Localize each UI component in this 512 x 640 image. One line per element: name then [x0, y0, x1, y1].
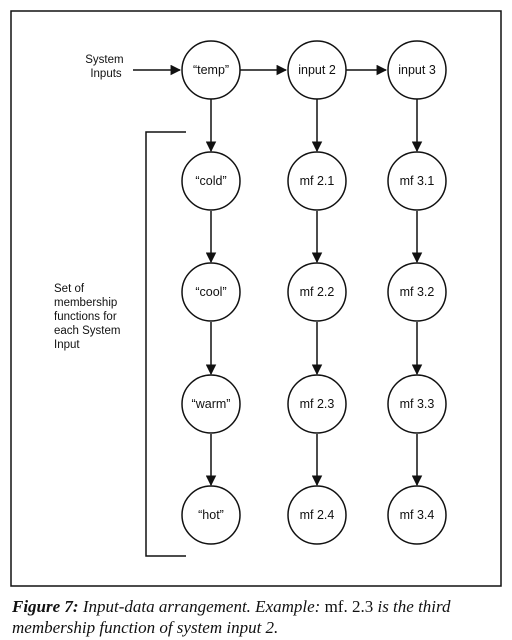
node-mf-3-3 — [387, 374, 447, 434]
figure-caption: Figure 7: Input-data arrangement. Exampl… — [12, 596, 504, 638]
node-mf-2-2 — [287, 262, 347, 322]
system-inputs-line-1: System — [85, 54, 123, 66]
membership-bracket — [145, 131, 186, 557]
node-input-2-label: input 2 — [298, 63, 336, 77]
node-hot — [181, 485, 241, 545]
node-cool-label: “cool” — [195, 285, 226, 299]
node-cold — [181, 151, 241, 211]
node-hot-label: “hot” — [198, 508, 224, 522]
column-1: “temp” “cold” “cool” “warm” “hot” — [181, 40, 241, 545]
node-mf-3-3-label: mf 3.3 — [400, 397, 435, 411]
node-input-3 — [387, 40, 447, 100]
column-3: input 3 mf 3.1 mf 3.2 mf 3.3 mf 3.4 — [387, 40, 447, 545]
outer-frame — [10, 10, 502, 587]
node-input-3-label: input 3 — [398, 63, 436, 77]
membership-line-2: membership — [54, 297, 117, 309]
node-mf-3-1 — [387, 151, 447, 211]
node-warm-label: “warm” — [192, 397, 231, 411]
node-cool — [181, 262, 241, 322]
membership-line-4: each System — [54, 325, 120, 337]
node-cold-label: “cold” — [195, 174, 226, 188]
node-mf-3-2-label: mf 3.2 — [400, 285, 435, 299]
node-temp-label: “temp” — [193, 63, 229, 77]
caption-text-1: Input-data arrangement. Example: — [78, 597, 325, 616]
membership-line-5: Input — [54, 339, 80, 351]
membership-line-3: functions for — [54, 311, 117, 323]
node-warm — [181, 374, 241, 434]
caption-text-2: is the third membership function of syst… — [12, 597, 451, 637]
node-mf-2-1-label: mf 2.1 — [300, 174, 335, 188]
node-mf-2-4-label: mf 2.4 — [300, 508, 335, 522]
node-mf-3-4 — [387, 485, 447, 545]
node-mf-3-2 — [387, 262, 447, 322]
membership-label: Set of membership functions for each Sys… — [54, 283, 124, 351]
node-input-2 — [287, 40, 347, 100]
system-inputs-line-2: Inputs — [90, 68, 122, 80]
node-mf-3-1-label: mf 3.1 — [400, 174, 435, 188]
caption-code: mf. 2.3 — [324, 597, 374, 616]
figure-number: Figure 7: — [12, 597, 79, 616]
node-mf-2-1 — [287, 151, 347, 211]
node-mf-2-3-label: mf 2.3 — [300, 397, 335, 411]
membership-line-1: Set of — [54, 283, 85, 295]
node-mf-2-2-label: mf 2.2 — [300, 285, 335, 299]
column-2: input 2 mf 2.1 mf 2.2 mf 2.3 mf 2.4 — [287, 40, 347, 545]
system-inputs-label: System Inputs — [85, 54, 127, 80]
node-mf-2-3 — [287, 374, 347, 434]
node-mf-3-4-label: mf 3.4 — [400, 508, 435, 522]
node-mf-2-4 — [287, 485, 347, 545]
node-temp — [181, 40, 241, 100]
